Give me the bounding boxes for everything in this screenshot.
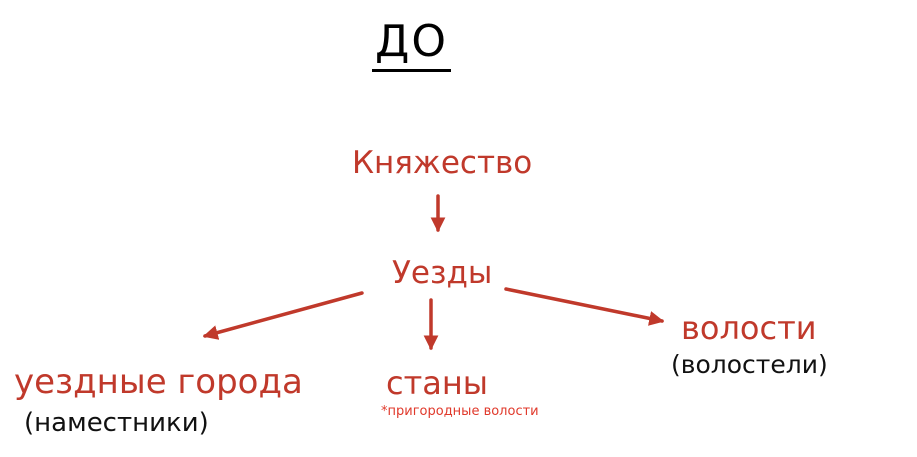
node-stany-note: *пригородные волости — [381, 404, 539, 419]
node-uezdnye-goroda: уездные города — [14, 362, 303, 402]
node-stany: станы — [386, 364, 489, 402]
node-uezdy: Уезды — [392, 255, 493, 291]
arrow-uezdy-to-uezdnye-goroda — [202, 291, 364, 340]
title-text: ДО — [372, 16, 452, 72]
arrow-uezdy-to-volosti — [504, 287, 665, 326]
node-knyazhestvo: Княжество — [352, 145, 533, 181]
node-volosti: волости — [681, 309, 817, 347]
node-volosti-sublabel: (волостели) — [671, 350, 828, 379]
diagram-title: ДО — [372, 16, 452, 72]
node-uezdnye-goroda-sublabel: (наместники) — [24, 408, 209, 438]
